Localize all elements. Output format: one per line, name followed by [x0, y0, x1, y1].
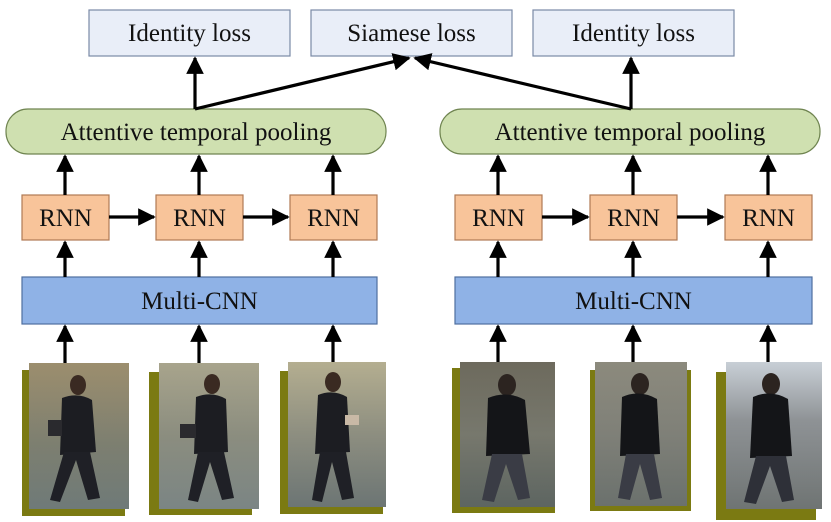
pooling-right-label: Attentive temporal pooling — [495, 119, 766, 146]
multi-cnn-left-label: Multi-CNN — [141, 288, 258, 315]
pooling-right-box: Attentive temporal pooling — [439, 108, 821, 155]
identity-loss-left-label: Identity loss — [128, 20, 251, 47]
rnn-label: RNN — [472, 205, 525, 232]
siamese-loss-label: Siamese loss — [347, 20, 475, 47]
rnn-label: RNN — [742, 205, 795, 232]
rnn-left-1: RNN — [21, 194, 110, 241]
person-figure — [312, 372, 359, 502]
identity-loss-right-label: Identity loss — [572, 20, 695, 47]
rnn-label: RNN — [173, 205, 226, 232]
multi-cnn-left-box: Multi-CNN — [21, 276, 378, 325]
multi-cnn-right-box: Multi-CNN — [454, 276, 813, 325]
arrow-diagonal — [194, 53, 411, 111]
rnn-right-3: RNN — [724, 194, 813, 241]
right-frame-3 — [716, 362, 822, 520]
rnn-left-2: RNN — [155, 194, 244, 241]
right-frame-2 — [590, 362, 691, 511]
arrows — [56, 53, 777, 363]
left-frame-2 — [149, 363, 259, 515]
multi-cnn-right-label: Multi-CNN — [575, 288, 692, 315]
person-figure — [744, 373, 794, 504]
rnn-right-2: RNN — [589, 194, 678, 241]
identity-loss-left-box: Identity loss — [88, 9, 291, 57]
person-figure — [180, 374, 234, 502]
right-frame-1 — [452, 362, 555, 513]
rnn-label: RNN — [39, 205, 92, 232]
pooling-left-box: Attentive temporal pooling — [5, 108, 387, 155]
rnn-right-1: RNN — [454, 194, 543, 241]
person-figure — [48, 375, 100, 502]
rnn-left-3: RNN — [289, 194, 378, 241]
rnn-label: RNN — [607, 205, 660, 232]
person-figure — [482, 374, 530, 502]
left-frame-1 — [22, 363, 129, 516]
left-frame-3 — [280, 362, 386, 514]
pooling-left-label: Attentive temporal pooling — [61, 119, 332, 146]
person-figure — [618, 373, 662, 500]
arrow-diagonal — [413, 53, 632, 111]
rnn-label: RNN — [307, 205, 360, 232]
siamese-loss-box: Siamese loss — [310, 9, 513, 57]
identity-loss-right-box: Identity loss — [532, 9, 735, 57]
